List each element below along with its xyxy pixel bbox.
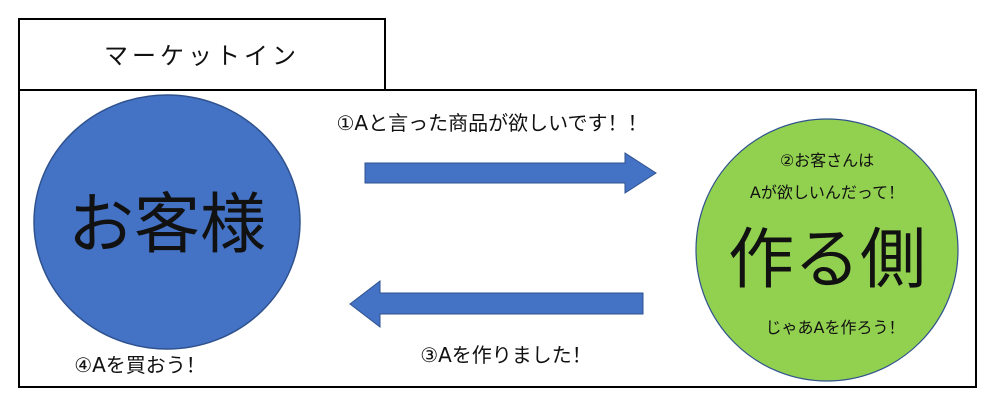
title-box <box>18 18 386 91</box>
customer-note: ④Aを買おう！ <box>74 353 206 377</box>
maker-line3: じゃあAを作ろう！ <box>766 318 905 337</box>
arrow-right-icon <box>364 152 657 194</box>
arrow-left-icon <box>349 279 644 329</box>
title: マーケットイン <box>104 42 300 70</box>
delivery-text: ③Aを作りました！ <box>420 343 592 367</box>
maker-label: 作る側 <box>728 221 926 298</box>
request-text: ①Aと言った商品が欲しいです！！ <box>336 111 647 135</box>
customer-label: お客様 <box>68 186 266 263</box>
maker-circle <box>695 118 959 382</box>
customer-circle <box>33 94 301 350</box>
maker-line1: ②お客さんは <box>780 151 874 170</box>
maker-line2: Aが欲しいんだって！ <box>750 183 904 202</box>
